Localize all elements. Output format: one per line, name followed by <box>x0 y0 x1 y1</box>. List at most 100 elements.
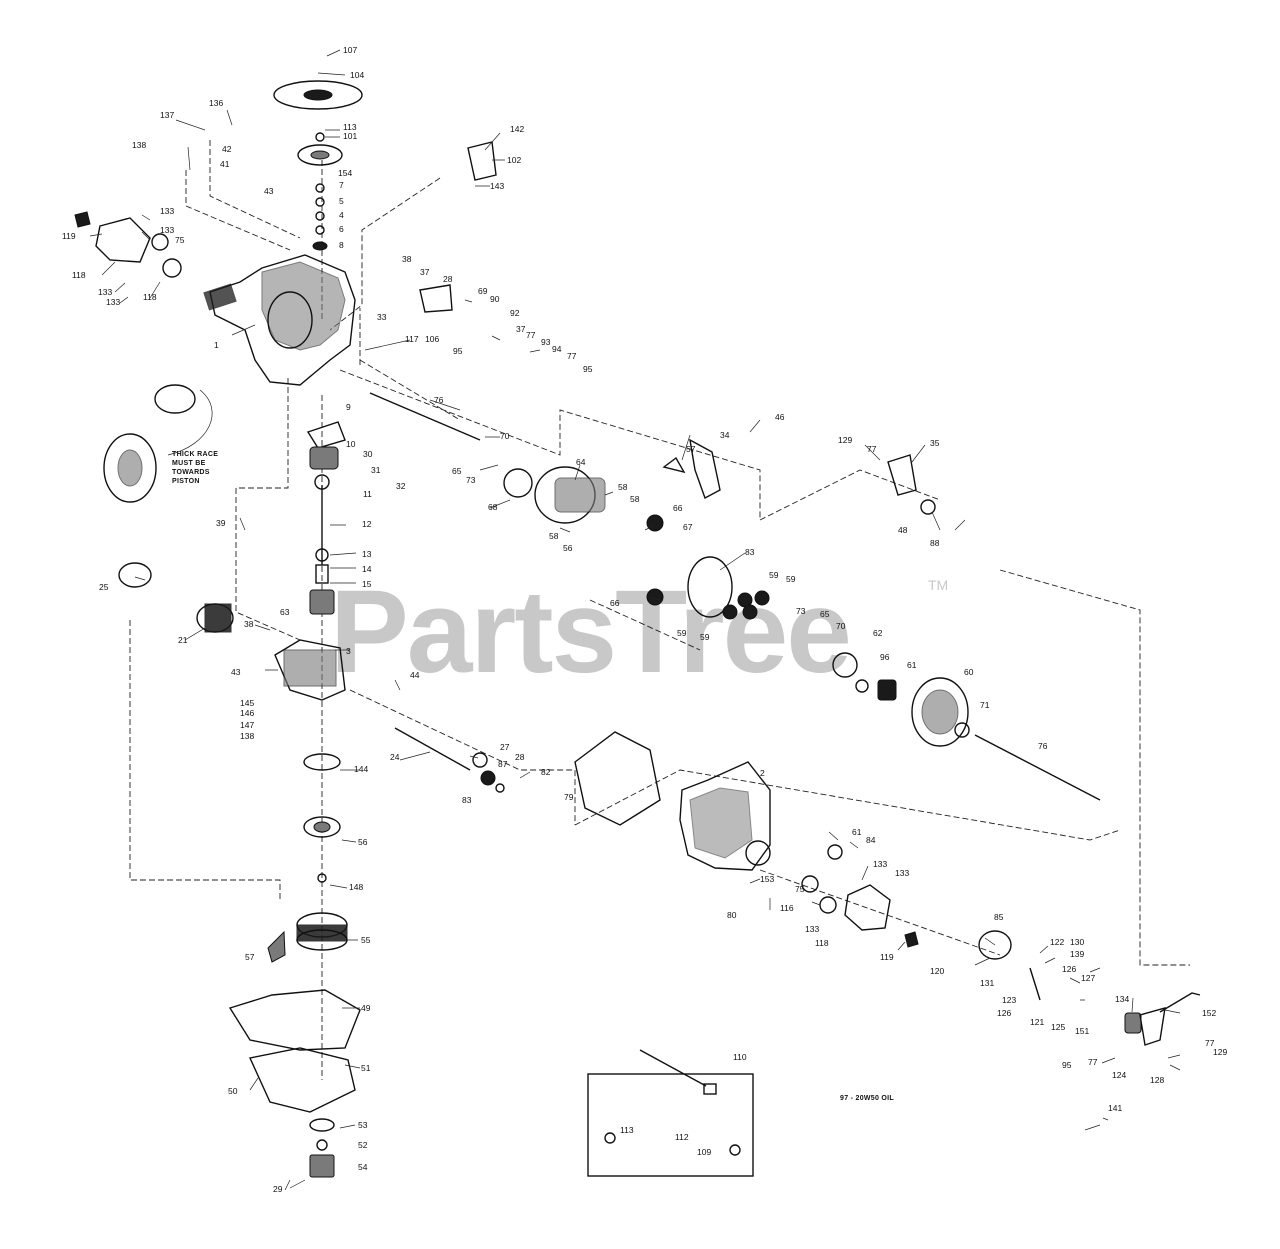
callout-87: 87 <box>498 759 508 769</box>
callout-76-top: 76 <box>434 395 444 405</box>
control-arm <box>978 930 1201 1046</box>
callout-154: 154 <box>338 168 352 178</box>
oil-note: 97 - 20W50 OIL <box>840 1095 894 1102</box>
callout-15: 15 <box>362 579 372 589</box>
callout-77-b: 77 <box>567 351 577 361</box>
callout-37-a: 37 <box>420 267 430 277</box>
callout-112: 112 <box>675 1132 689 1142</box>
callout-25: 25 <box>99 582 109 592</box>
callout-30: 30 <box>363 449 373 459</box>
bull-gear <box>832 652 970 747</box>
callout-88: 88 <box>930 538 940 548</box>
callout-9: 9 <box>346 402 351 412</box>
callout-118-left: 118 <box>72 270 86 280</box>
callout-37-b: 37 <box>516 324 526 334</box>
callout-113-inset: 113 <box>620 1125 634 1135</box>
callout-33: 33 <box>377 312 387 322</box>
callout-70-a: 70 <box>500 431 510 441</box>
callout-84: 84 <box>866 835 876 845</box>
callout-61-a: 61 <box>907 660 917 670</box>
callout-10: 10 <box>346 439 356 449</box>
callout-102: 102 <box>507 155 521 165</box>
callout-134: 134 <box>1115 994 1129 1004</box>
callout-1: 1 <box>214 340 219 350</box>
callout-14: 14 <box>362 564 372 574</box>
callout-71: 71 <box>980 700 990 710</box>
callout-32: 32 <box>396 481 406 491</box>
callout-53: 53 <box>358 1120 368 1130</box>
callout-130: 130 <box>1070 937 1084 947</box>
callout-90: 90 <box>490 294 500 304</box>
callout-118-mid: 118 <box>143 292 157 302</box>
assembly-guide-lines <box>129 140 1190 1080</box>
callout-96: 96 <box>880 652 890 662</box>
callout-118-right: 118 <box>815 938 829 948</box>
callout-139: 139 <box>1070 949 1084 959</box>
callout-59-b: 59 <box>786 574 796 584</box>
callout-3: 3 <box>346 646 351 656</box>
callout-12: 12 <box>362 519 372 529</box>
callout-138-top: 138 <box>132 140 146 150</box>
callout-28-top: 28 <box>443 274 453 284</box>
callout-83-a: 83 <box>745 547 755 557</box>
callout-131: 131 <box>980 978 994 988</box>
callout-85: 85 <box>994 912 1004 922</box>
callout-66-a: 66 <box>673 503 683 513</box>
callout-59-c: 59 <box>677 628 687 638</box>
watermark: PartsTree TM <box>330 566 948 698</box>
callout-34: 34 <box>720 430 730 440</box>
main-housing <box>203 254 356 386</box>
filter-stack <box>267 753 348 1178</box>
pump-assembly <box>306 421 346 615</box>
callout-128: 128 <box>1150 1075 1164 1085</box>
callout-29: 29 <box>273 1184 283 1194</box>
callout-107: 107 <box>343 45 357 55</box>
callout-11: 11 <box>363 489 372 499</box>
callout-83-b: 83 <box>462 795 472 805</box>
callout-95-c: 95 <box>1062 1060 1072 1070</box>
callout-92: 92 <box>510 308 520 318</box>
callout-117: 117 <box>405 334 419 344</box>
callout-94: 94 <box>552 344 562 354</box>
callout-95-b: 95 <box>453 346 463 356</box>
callout-121: 121 <box>1030 1017 1044 1027</box>
callout-124: 124 <box>1112 1070 1126 1080</box>
callout-64: 64 <box>576 457 586 467</box>
callout-28-mid: 28 <box>515 752 525 762</box>
callout-50: 50 <box>228 1086 238 1096</box>
leader-lines <box>89 49 1181 1191</box>
callout-133-b: 133 <box>160 225 174 235</box>
callout-93: 93 <box>541 337 551 347</box>
callout-5: 5 <box>339 196 344 206</box>
right-end-cap <box>801 844 919 948</box>
notes: THICK RACE MUST BE TOWARDS PISTON 97 - 2… <box>172 451 894 1102</box>
callout-24: 24 <box>390 752 400 762</box>
callout-133-f: 133 <box>895 868 909 878</box>
callout-142: 142 <box>510 124 524 134</box>
callout-73-a: 73 <box>466 475 476 485</box>
callout-27: 27 <box>500 742 510 752</box>
callout-95-a: 95 <box>583 364 593 374</box>
callout-73-b: 73 <box>796 606 806 616</box>
callout-144: 144 <box>354 764 368 774</box>
callout-4: 4 <box>339 210 344 220</box>
callout-116: 116 <box>780 903 794 913</box>
callout-52: 52 <box>358 1140 368 1150</box>
thrust-bearing <box>103 384 213 588</box>
callout-44: 44 <box>410 670 420 680</box>
watermark-trademark: TM <box>928 577 948 593</box>
callout-106: 106 <box>425 334 439 344</box>
callout-67: 67 <box>683 522 693 532</box>
callout-145: 145 <box>240 698 254 708</box>
brake-shaft-parts <box>472 752 505 793</box>
callout-8: 8 <box>339 240 344 250</box>
callout-2: 2 <box>760 768 765 778</box>
callout-77-e: 77 <box>1205 1038 1215 1048</box>
callout-35: 35 <box>930 438 940 448</box>
callout-77-d: 77 <box>1088 1057 1098 1067</box>
callout-58-c: 58 <box>549 531 559 541</box>
callout-75-left: 75 <box>175 235 185 245</box>
callout-79: 79 <box>564 792 574 802</box>
callout-63: 63 <box>280 607 290 617</box>
